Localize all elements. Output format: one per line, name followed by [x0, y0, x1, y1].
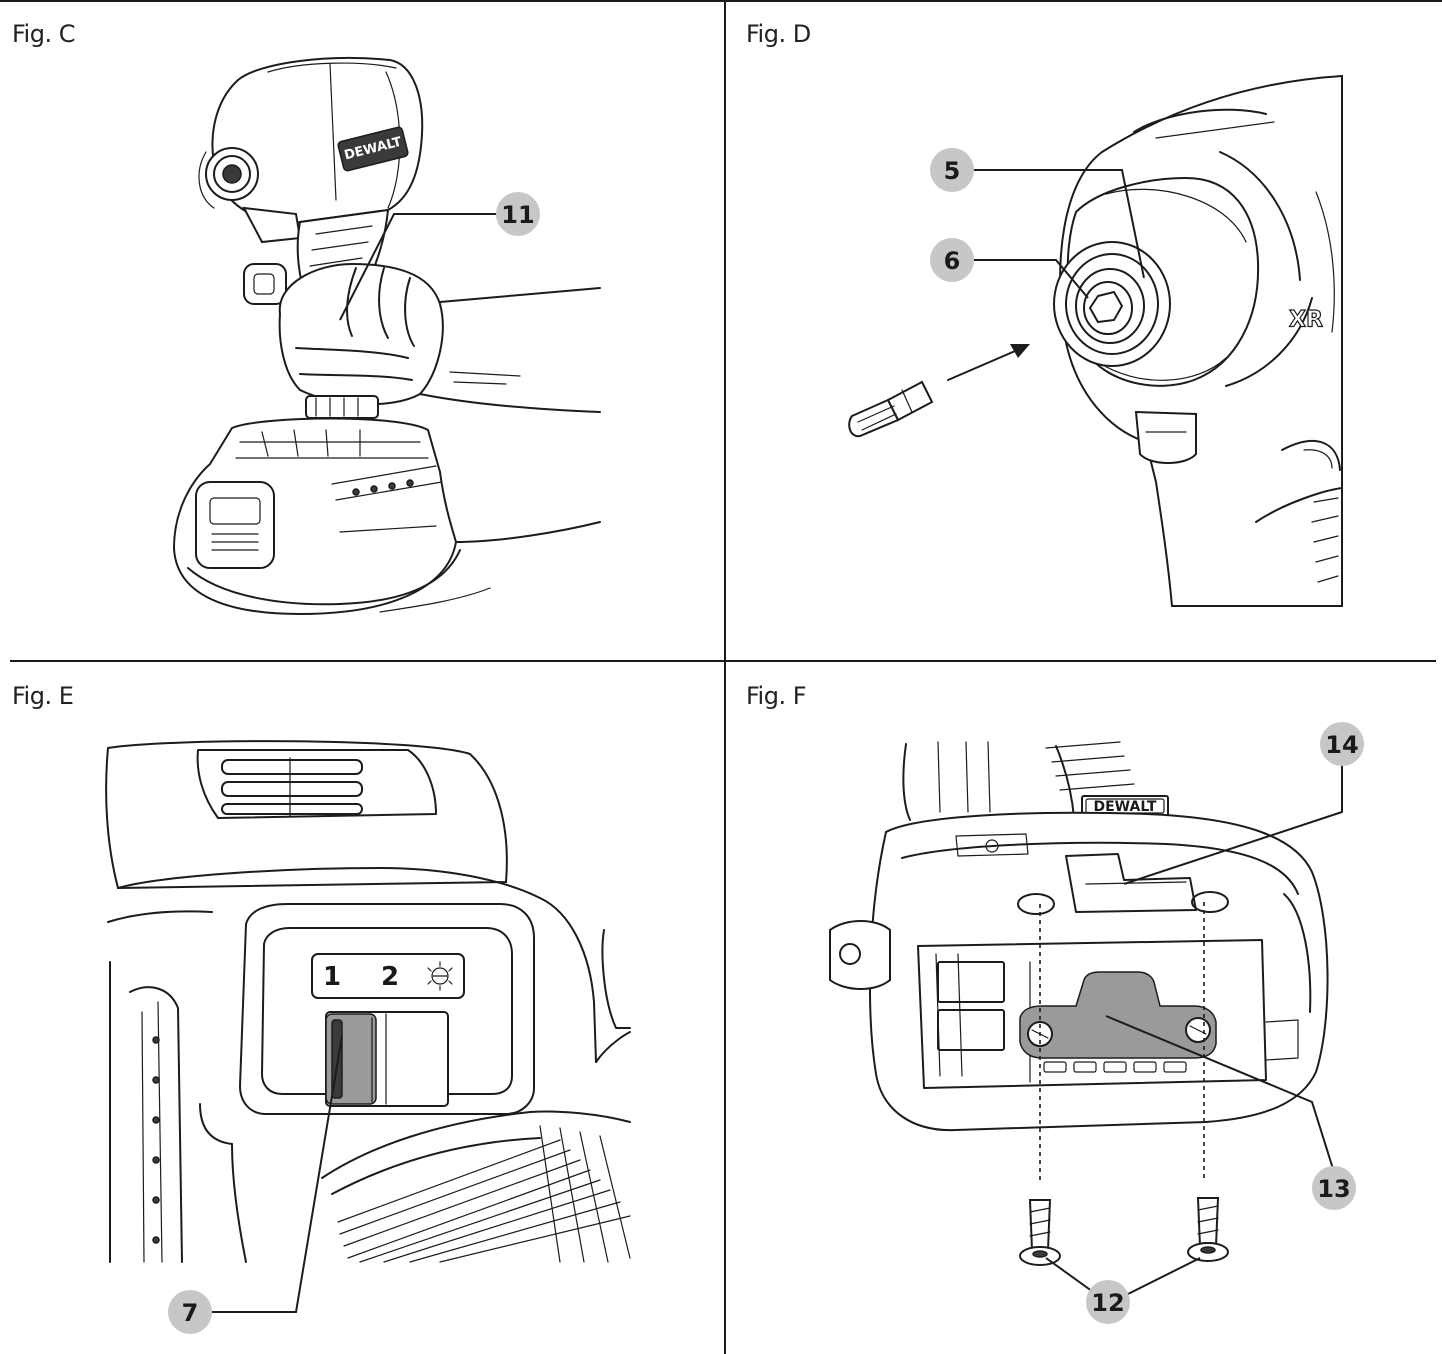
- callout-7-leader: [212, 1035, 343, 1313]
- figure-c-label: Fig. C: [12, 20, 75, 48]
- screw-right-icon: [1187, 1197, 1229, 1262]
- callout-12: 12: [1086, 1280, 1130, 1324]
- hex-bit-icon: [848, 380, 934, 438]
- mode-1-label: 1: [323, 962, 341, 992]
- svg-text:7: 7: [182, 1299, 199, 1327]
- arrow-head: [1010, 344, 1030, 358]
- callout-7: 7: [168, 1290, 212, 1334]
- direction-arrow-icon: [947, 347, 1023, 381]
- figure-f-label: Fig. F: [746, 682, 807, 710]
- mode-2-label: 2: [381, 962, 399, 992]
- callout-12-leader: [1045, 1257, 1201, 1295]
- svg-text:11: 11: [501, 201, 534, 229]
- callout-11-leader: [339, 213, 498, 321]
- figure-e-label: Fig. E: [12, 682, 74, 710]
- callout-6-leader: [974, 259, 1089, 299]
- callout-14: 14: [1320, 722, 1364, 766]
- figure-f-drawing: DEWALT: [829, 722, 1364, 1324]
- screw-left-icon: [1019, 1199, 1061, 1266]
- figure-e-panel: Fig. E: [0, 662, 724, 1354]
- figure-c-drawing: DEWALT: [172, 57, 601, 616]
- callout-14-leader: [1123, 746, 1343, 885]
- horizontal-divider: [10, 660, 1436, 662]
- figure-d-panel: Fig. D XR: [726, 2, 1442, 660]
- battery-base-icon: DEWALT: [829, 741, 1329, 1132]
- vertical-divider: [724, 0, 726, 1354]
- tool-rear-icon: 1 2: [105, 740, 631, 1263]
- figure-c-panel: Fig. C DEWALT: [0, 2, 724, 660]
- callout-5: 5: [930, 148, 974, 192]
- svg-text:6: 6: [944, 247, 961, 275]
- callout-6: 6: [930, 238, 974, 282]
- callout-13: 13: [1312, 1166, 1356, 1210]
- impact-driver-icon: DEWALT: [172, 57, 601, 616]
- top-rule: [0, 0, 1442, 2]
- callout-11: 11: [496, 192, 540, 236]
- svg-text:12: 12: [1091, 1289, 1124, 1317]
- callout-13-leader: [1105, 1015, 1335, 1173]
- svg-text:5: 5: [944, 157, 961, 185]
- light-icon: [427, 961, 453, 991]
- svg-text:13: 13: [1317, 1175, 1350, 1203]
- callout-5-leader: [974, 169, 1145, 279]
- figure-d-drawing: XR: [848, 74, 1343, 607]
- figure-e-drawing: 1 2: [105, 740, 631, 1334]
- impact-driver-head-icon: XR: [1053, 74, 1343, 607]
- xr-mark: XR: [1289, 308, 1323, 333]
- figure-d-label: Fig. D: [746, 20, 811, 48]
- brand-label: DEWALT: [1094, 799, 1157, 815]
- figure-f-panel: Fig. F DEWALT: [726, 662, 1442, 1354]
- svg-text:14: 14: [1325, 731, 1358, 759]
